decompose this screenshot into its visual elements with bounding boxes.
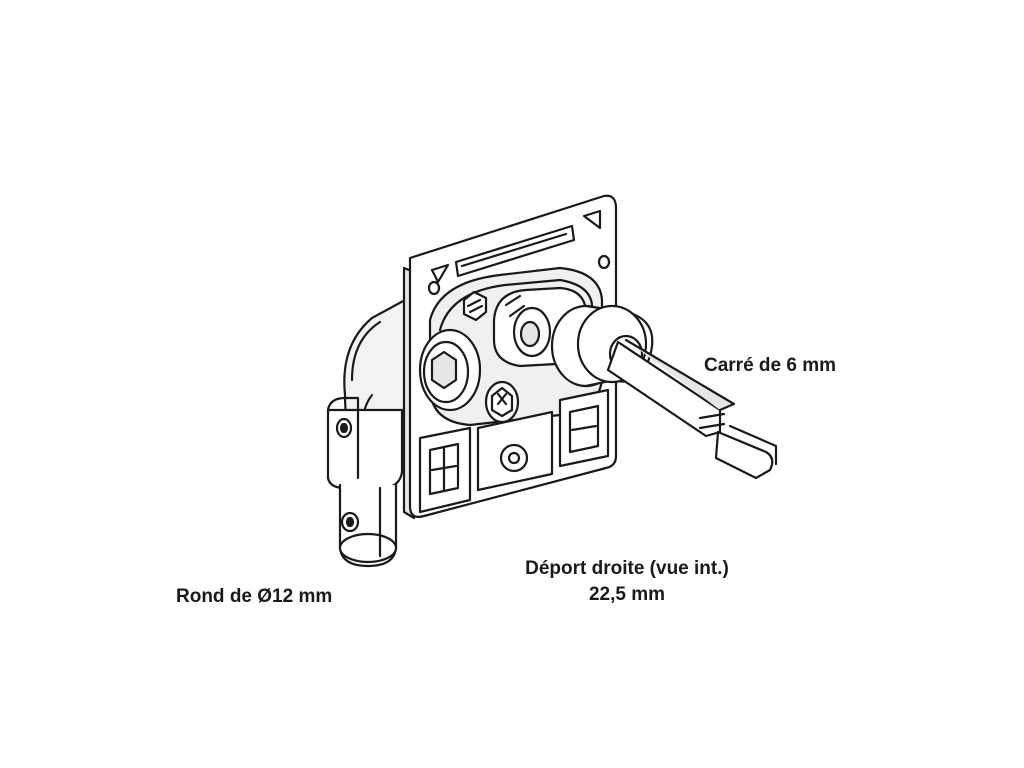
round-shaft — [326, 396, 404, 568]
square-shaft-label: Carré de 6 mm — [704, 355, 837, 376]
square-shaft — [550, 304, 778, 480]
offset-label: Déport droite (vue int.) 22,5 mm — [505, 556, 749, 608]
plate-lower-chambers — [418, 388, 610, 514]
offset-label-line1: Déport droite (vue int.) — [525, 558, 729, 579]
offset-label-line2: 22,5 mm — [588, 584, 666, 605]
gears — [462, 290, 520, 424]
round-shaft-label: Rond de Ø12 mm — [176, 586, 333, 607]
hex-nut — [418, 328, 482, 412]
